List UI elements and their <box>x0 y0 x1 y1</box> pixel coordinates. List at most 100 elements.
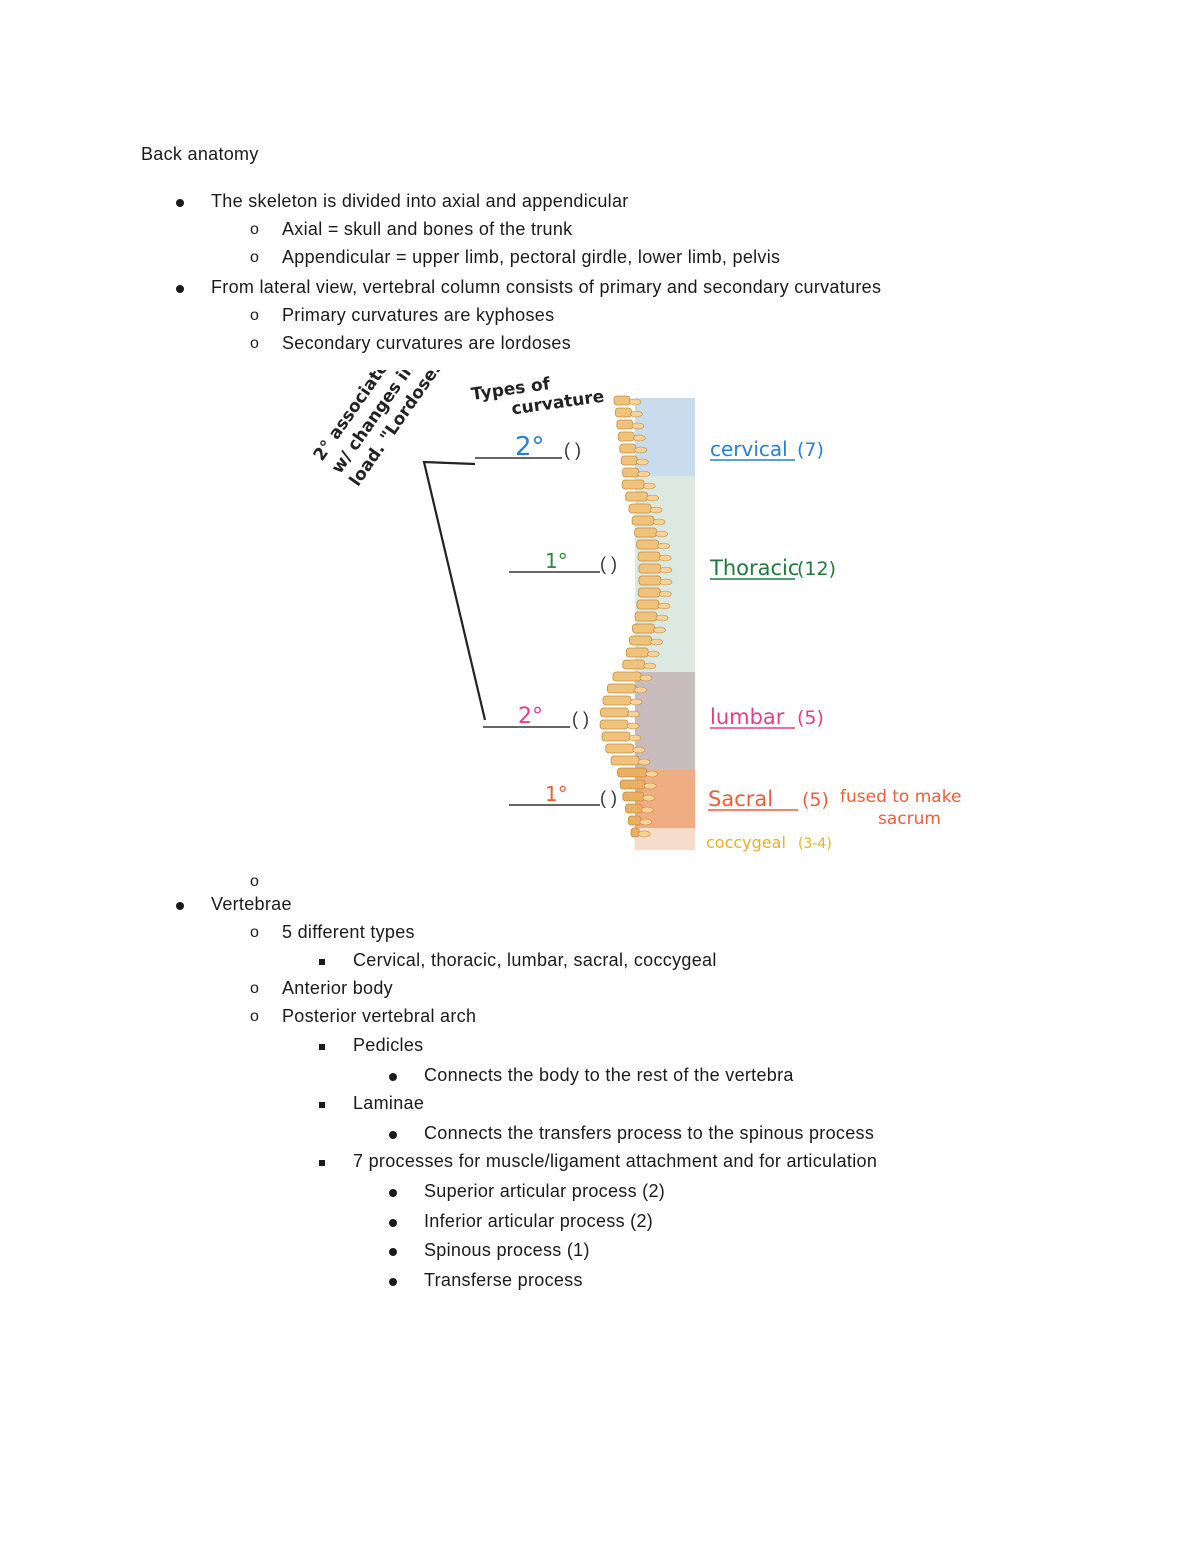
vertebra-body <box>638 575 662 586</box>
vertebra-body <box>617 431 635 442</box>
vertebra-process <box>631 422 645 430</box>
bullet-circle: o <box>250 335 259 352</box>
vertebra-body <box>627 815 642 826</box>
vertebra-process <box>646 650 660 658</box>
vertebra-body <box>622 791 645 802</box>
vertebra-process <box>633 434 646 442</box>
vertebra-process <box>642 482 656 490</box>
list-item: Primary curvatures are kyphoses <box>282 305 555 325</box>
curve-mark: 1° <box>545 549 568 573</box>
vertebra-body <box>625 803 643 814</box>
spine-curvature-diagram: 2° ( ) 1° ( ) 2° ( ) 1° ( ) 2° associate… <box>310 370 962 852</box>
vertebra-process <box>658 590 672 598</box>
bullet-dot <box>389 1210 397 1234</box>
sacral-note-line: sacrum <box>878 809 941 829</box>
vertebra-body <box>636 599 660 610</box>
list-item: The skeleton is divided into axial and a… <box>211 191 629 211</box>
vertebra-process <box>639 674 653 682</box>
list-item: 7 processes for muscle/ligament attachme… <box>353 1151 878 1171</box>
list-item: Laminae <box>353 1093 425 1113</box>
vertebra-process <box>657 602 671 610</box>
vertebra-body <box>629 635 652 646</box>
vertebra-body <box>617 767 648 778</box>
vertebra-body <box>610 755 640 766</box>
bullet-dot <box>389 1180 397 1204</box>
vertebra-body <box>615 407 632 418</box>
curve-paren: ( ) <box>572 709 589 729</box>
vertebra-process <box>627 710 640 718</box>
vertebra-body <box>634 611 658 622</box>
bullet-dot <box>389 1239 397 1263</box>
region-label-sacral: Sacral <box>708 787 773 811</box>
vertebra-process <box>650 638 663 646</box>
region-count: (12) <box>797 558 836 580</box>
vertebra-process <box>640 806 654 814</box>
list-item: Cervical, thoracic, lumbar, sacral, cocc… <box>353 950 717 970</box>
vertebra-body <box>601 731 631 742</box>
region-count: (3-4) <box>798 836 832 852</box>
vertebra-process <box>659 566 673 574</box>
vertebra-process <box>655 530 668 538</box>
vertebra-body <box>631 515 655 526</box>
vertebra-body <box>636 539 660 550</box>
curve-mark: 1° <box>545 782 568 806</box>
vertebra-process <box>626 722 640 730</box>
vertebra-body <box>613 395 631 406</box>
bullet-dot <box>389 1269 397 1293</box>
region-count: (7) <box>797 439 824 461</box>
bullet-square <box>319 1033 325 1057</box>
vertebra-process <box>634 686 647 694</box>
vertebra-body <box>621 479 645 490</box>
handwritten-note: 2° associated w/ changes in load. "Lordo… <box>310 370 453 490</box>
vertebra-body <box>605 743 635 754</box>
vertebra-body <box>619 443 637 454</box>
vertebra-process <box>634 446 648 454</box>
curve-paren: ( ) <box>564 440 581 460</box>
vertebra-process <box>653 626 666 634</box>
list-item: Inferior articular process (2) <box>424 1211 654 1231</box>
bullet-circle: o <box>250 980 259 997</box>
vertebra-body <box>622 659 646 670</box>
spine-illustration <box>599 395 673 838</box>
vertebra-body <box>600 707 629 718</box>
bullet-dot <box>176 276 184 300</box>
vertebra-process <box>637 470 650 478</box>
bullet-circle: o <box>250 924 259 941</box>
vertebra-body <box>625 647 649 658</box>
list-item: Appendicular = upper limb, pectoral gird… <box>282 247 781 267</box>
vertebra-body <box>632 623 655 634</box>
curve-paren: ( ) <box>600 554 617 574</box>
bullet-circle: o <box>250 873 259 890</box>
list-item: Pedicles <box>353 1035 424 1055</box>
page-title: Back anatomy <box>141 144 259 164</box>
list-item: Superior articular process (2) <box>424 1181 666 1201</box>
vertebra-process <box>628 734 642 742</box>
vertebra-process <box>637 830 651 838</box>
region-label-lumbar: lumbar <box>710 705 785 729</box>
region-count: (5) <box>797 707 824 729</box>
bullet-dot <box>389 1064 397 1088</box>
vertebra-process <box>658 554 672 562</box>
region-label-coccygeal: coccygeal <box>706 833 786 852</box>
bullet-dot <box>176 893 184 917</box>
vertebra-process <box>649 506 663 514</box>
bullet-dot <box>389 1122 397 1146</box>
vertebra-body <box>620 455 638 466</box>
bracket-line <box>422 460 487 721</box>
vertebra-body <box>625 491 649 502</box>
bullet-square <box>319 948 325 972</box>
list-item: From lateral view, vertebral column cons… <box>211 277 882 297</box>
vertebra-body <box>637 587 661 598</box>
vertebra-process <box>632 746 646 754</box>
curve-mark: 2° <box>518 704 543 729</box>
vertebra-body <box>630 827 640 838</box>
vertebra-process <box>630 410 643 418</box>
vertebra-process <box>646 494 660 502</box>
vertebra-process <box>643 662 657 670</box>
vertebra-process <box>628 398 642 406</box>
list-item: Connects the body to the rest of the ver… <box>424 1065 794 1085</box>
region-label-cervical: cervical <box>710 437 788 461</box>
vertebra-body <box>612 671 642 682</box>
vertebra-body <box>616 419 634 430</box>
list-item: Axial = skull and bones of the trunk <box>282 219 573 239</box>
